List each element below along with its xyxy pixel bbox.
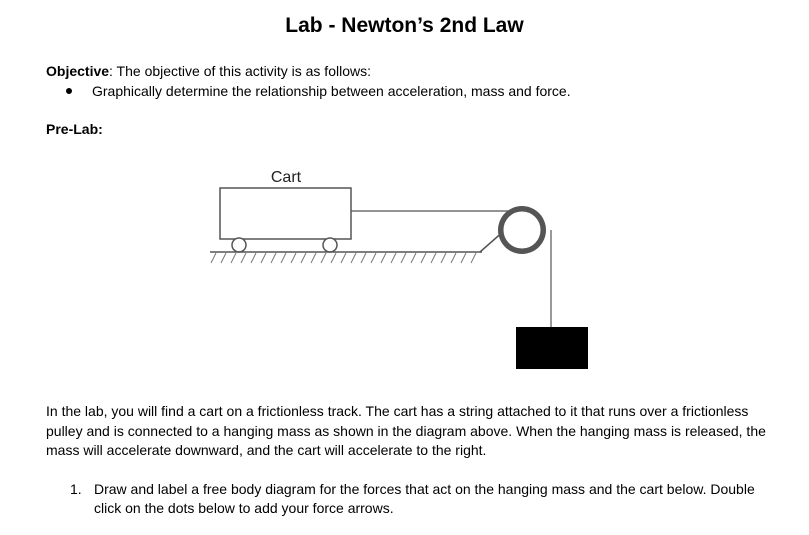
cart-wheel-left <box>231 237 247 253</box>
lab-description-paragraph: In the lab, you will find a cart on a fr… <box>46 403 766 458</box>
hanging-mass <box>516 327 588 369</box>
question-1: 1. Draw and label a free body diagram fo… <box>70 480 770 518</box>
cart-pulley-diagram: Cart <box>210 169 588 369</box>
cart-body <box>219 187 352 240</box>
objective-bullet: Graphically determine the relationship b… <box>66 83 571 100</box>
document-title: Lab - Newton’s 2nd Law <box>285 14 524 37</box>
objective-label: Objective <box>46 63 110 79</box>
question-number: 1. <box>70 481 82 497</box>
objective-line: Objective: The objective of this activit… <box>46 63 371 80</box>
bullet-dot-icon <box>66 88 72 95</box>
track-hatching <box>210 252 477 264</box>
prelab-heading: Pre-Lab: <box>46 121 103 137</box>
objective-text: : The objective of this activity is as f… <box>109 63 371 79</box>
pulley-wheel-inner <box>502 210 542 250</box>
question-text: Draw and label a free body diagram for t… <box>94 481 755 516</box>
cart-label: Cart <box>271 169 302 186</box>
objective-bullet-text: Graphically determine the relationship b… <box>92 83 571 99</box>
cart-wheel-right <box>322 237 338 253</box>
